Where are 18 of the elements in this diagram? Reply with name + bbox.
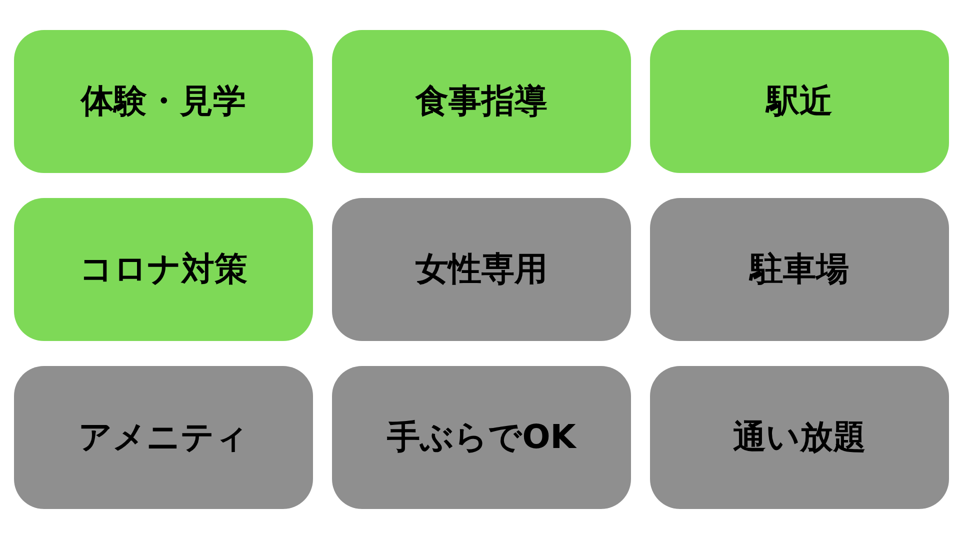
feature-tile	[332, 30, 631, 173]
tile-label: 駐車場	[750, 248, 849, 290]
tile-label: 駅近	[766, 80, 832, 122]
feature-tile	[14, 366, 313, 509]
tile-label: 体験・見学	[81, 80, 246, 122]
feature-tile	[332, 198, 631, 341]
tile-label: 女性専用	[416, 248, 548, 290]
feature-tile	[650, 198, 949, 341]
tile-label: コロナ対策	[80, 248, 248, 290]
tile-label: 手ぶらでOK	[387, 416, 576, 458]
feature-tile	[650, 366, 949, 509]
tile-label: 食事指導	[416, 80, 548, 122]
feature-tile	[14, 198, 313, 341]
feature-tile	[14, 30, 313, 173]
tile-label: アメニティ	[78, 416, 248, 458]
feature-tile	[332, 366, 631, 509]
tile-label: 通い放題	[733, 416, 866, 458]
feature-tile	[650, 30, 949, 173]
